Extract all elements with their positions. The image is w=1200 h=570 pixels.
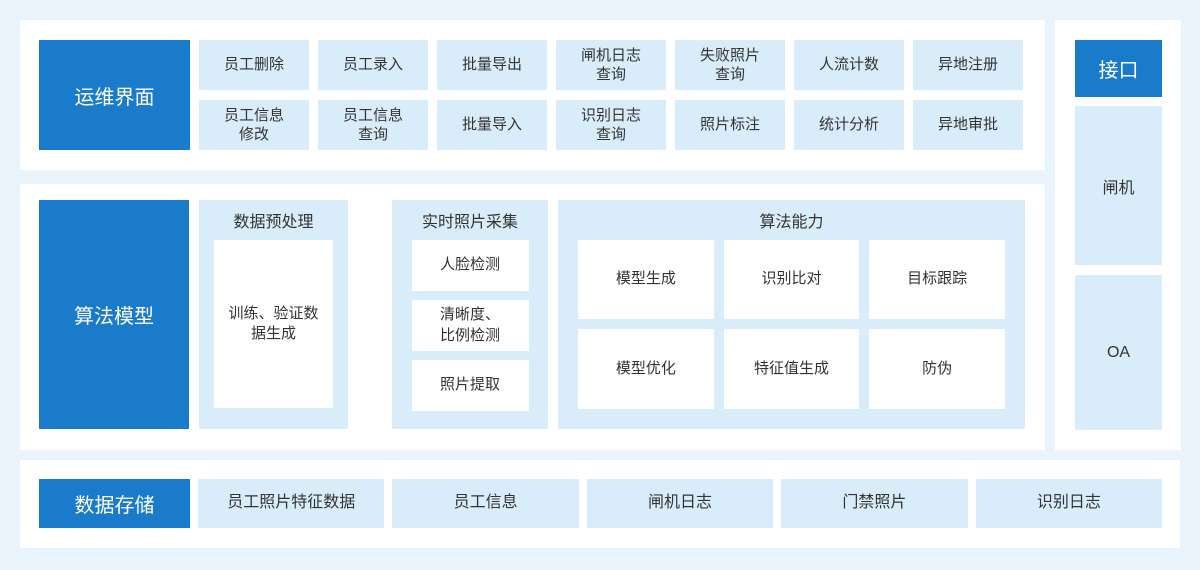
storage-recognition-log-box: 识别日志 <box>975 479 1163 528</box>
capture-clarity-ratio-box: 清晰度、比例检测 <box>411 300 529 351</box>
capture-title: 实时照片采集 <box>421 214 518 231</box>
capability-model-generation-box: 模型生成 <box>578 240 714 319</box>
algorithm-panel: 算法模型 数据预处理 训练、验证数据生成 实时照片采集 人脸检测 清晰度、比例检… <box>20 184 1045 450</box>
ops-tile-employee-info-query: 员工信息查询 <box>318 100 428 150</box>
preprocess-title: 数据预处理 <box>233 214 314 231</box>
capture-subpanel: 实时照片采集 人脸检测 清晰度、比例检测 照片提取 <box>392 200 548 429</box>
interface-oa-box: OA <box>1075 275 1162 430</box>
interface-gate-box: 闸机 <box>1075 106 1162 265</box>
capability-title: 算法能力 <box>759 214 824 231</box>
capture-photo-extraction-box: 照片提取 <box>411 360 529 411</box>
ops-tile-failed-photo-query: 失败照片查询 <box>675 40 785 90</box>
preprocess-subpanel: 数据预处理 训练、验证数据生成 <box>199 200 348 429</box>
capability-target-tracking-box: 目标跟踪 <box>869 240 1005 319</box>
ops-tile-employee-info-edit: 员工信息修改 <box>199 100 309 150</box>
interface-title-box: 接口 <box>1075 40 1162 97</box>
ops-tile-remote-register: 异地注册 <box>913 40 1023 90</box>
ops-tile-photo-annotation: 照片标注 <box>675 100 785 150</box>
storage-photo-feature-data-box: 员工照片特征数据 <box>198 479 385 528</box>
ops-tile-batch-import: 批量导入 <box>437 100 547 150</box>
ops-panel: 运维界面 员工删除 员工录入 批量导出 闸机日志查询 失败照片查询 人流计数 异… <box>20 20 1045 170</box>
algorithm-title-box: 算法模型 <box>39 200 189 429</box>
ops-tile-remote-approval: 异地审批 <box>913 100 1023 150</box>
ops-tile-people-counting: 人流计数 <box>794 40 904 90</box>
ops-tile-employee-entry: 员工录入 <box>318 40 428 90</box>
preprocess-train-validate-box: 训练、验证数据生成 <box>214 240 333 408</box>
storage-gate-log-box: 闸机日志 <box>586 479 774 528</box>
ops-tile-gate-log-query: 闸机日志查询 <box>556 40 666 90</box>
ops-title-box: 运维界面 <box>39 40 190 150</box>
storage-panel: 数据存储 员工照片特征数据 员工信息 闸机日志 门禁照片 识别日志 <box>20 460 1180 548</box>
capability-grid: 模型生成 识别比对 目标跟踪 模型优化 特征值生成 防伪 <box>578 240 1005 409</box>
storage-row: 员工照片特征数据 员工信息 闸机日志 门禁照片 识别日志 <box>198 479 1163 528</box>
capability-subpanel: 算法能力 模型生成 识别比对 目标跟踪 模型优化 特征值生成 防伪 <box>558 200 1025 429</box>
ops-tile-recognition-log-query: 识别日志查询 <box>556 100 666 150</box>
storage-access-photo-box: 门禁照片 <box>781 479 968 528</box>
ops-tile-employee-delete: 员工删除 <box>199 40 309 90</box>
interface-panel: 接口 闸机 OA <box>1055 20 1181 450</box>
ops-tile-statistics-analysis: 统计分析 <box>794 100 904 150</box>
capture-face-detection-box: 人脸检测 <box>411 240 529 291</box>
storage-employee-info-box: 员工信息 <box>392 479 579 528</box>
storage-title-box: 数据存储 <box>39 479 190 528</box>
capability-feature-generation-box: 特征值生成 <box>723 329 860 409</box>
capability-anti-spoofing-box: 防伪 <box>869 329 1005 409</box>
capability-model-optimization-box: 模型优化 <box>578 329 714 409</box>
ops-grid: 员工删除 员工录入 批量导出 闸机日志查询 失败照片查询 人流计数 异地注册 员… <box>199 40 1023 150</box>
ops-tile-batch-export: 批量导出 <box>437 40 547 90</box>
capability-recognition-compare-box: 识别比对 <box>723 240 860 319</box>
